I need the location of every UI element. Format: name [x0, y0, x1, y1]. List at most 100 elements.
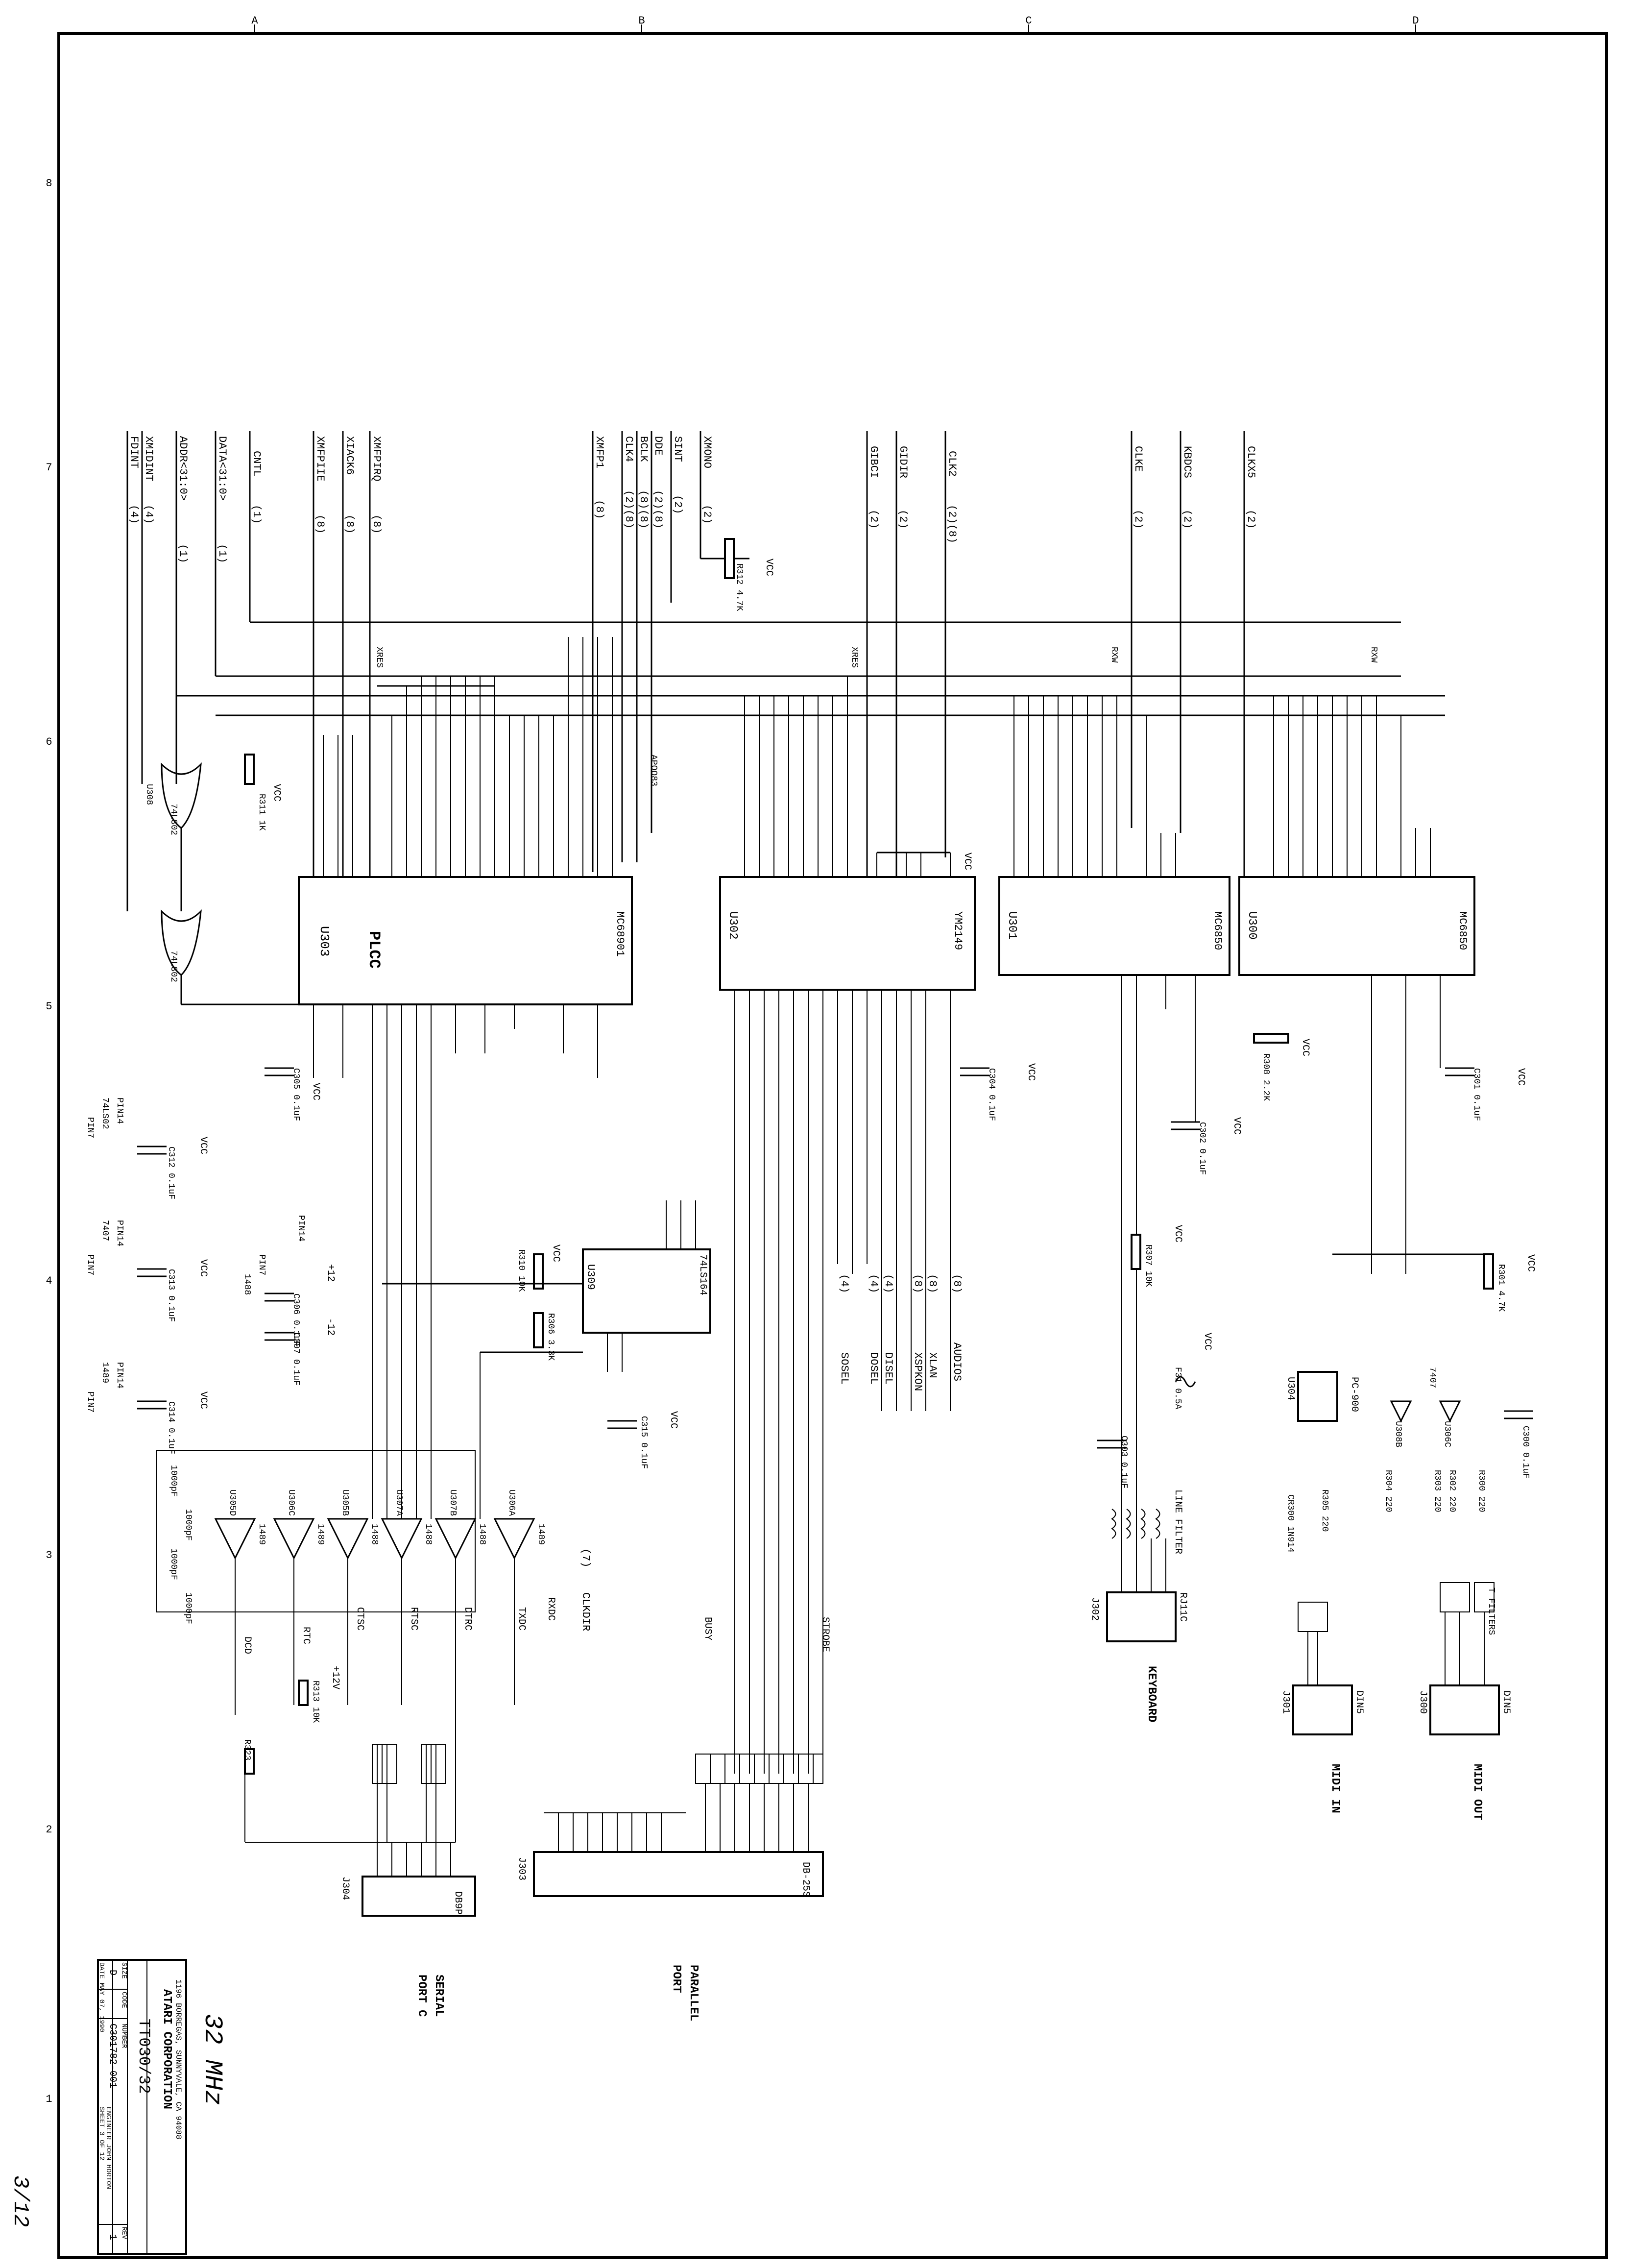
out-xspkon: XSPKON: [912, 1352, 924, 1391]
u309-shift-register: U309 74LS164 R310 10K VCC R306 3.3K: [382, 1200, 711, 1372]
out-xlan-sheet: (8): [926, 1274, 939, 1293]
out-xspkon-sheet: (8): [912, 1274, 924, 1293]
pin7-a: PIN7: [85, 1117, 95, 1138]
r312-pullup: R312 4.7K VCC: [700, 538, 774, 611]
zone-number-1: 1: [46, 2093, 52, 2105]
border-top-markers: A B C D: [251, 15, 1419, 33]
line-filter-label: LINE FILTER: [1172, 1489, 1183, 1554]
j304-body: [362, 1876, 476, 1917]
out-sosel-sheet: (4): [838, 1274, 850, 1293]
u306a-gate: [493, 1518, 535, 1560]
serial-port-title: SERIAL: [432, 1975, 445, 2017]
pin7-b: PIN7: [85, 1254, 95, 1275]
rs232-section: U305D U306C U305B U307A U307B U306A 1489…: [156, 1176, 556, 1843]
border-side-markers: 8 7 6 5 4 3 2 1: [46, 177, 52, 2105]
j301-type: DIN5: [1353, 1690, 1365, 1714]
sig-ctsc: CTSC: [354, 1607, 365, 1631]
cap1000-d: 1000pF: [183, 1592, 193, 1624]
drawing-number: C301782-001: [107, 2024, 118, 2088]
u303-body: [298, 876, 633, 1005]
rev-value: 1: [107, 2234, 118, 2240]
plus12-label: +12: [325, 1264, 336, 1282]
signal-clk4-sheet: (2)(8): [623, 490, 635, 529]
vcc-c313: VCC: [197, 1259, 209, 1277]
out-audios: AUDIOS: [951, 1342, 963, 1381]
zone-letter-d: D: [1412, 15, 1419, 27]
c315-label: C315 0.1uF: [639, 1416, 649, 1469]
ic-1489-c: 1489: [536, 1524, 546, 1545]
signal-kbdcs: KBDCS: [1181, 446, 1193, 478]
j302-body: [1106, 1591, 1177, 1642]
u300-body: [1238, 876, 1475, 976]
out-audios-sheet: (8): [951, 1274, 963, 1293]
engineer: ENGINEER JOHN HORTON: [104, 2107, 112, 2189]
signal-clk2-sheet: (2)(8): [946, 505, 958, 543]
signal-xmfp1-sheet: (8): [593, 500, 605, 519]
u308-type-b: 74LS02: [169, 951, 178, 982]
out-dosel: DOSEL: [868, 1352, 880, 1385]
signal-xmfp1: XMFP1: [593, 436, 605, 468]
u304-ref: U304: [1285, 1377, 1296, 1400]
u309-part: 74LS164: [697, 1254, 708, 1295]
u300-ref: U300: [1245, 911, 1258, 940]
u305d-label: U305D: [227, 1489, 237, 1516]
vcc-c314: VCC: [197, 1391, 209, 1409]
cap1000-c: 1000pF: [169, 1548, 178, 1580]
signal-xiack6-sheet: (8): [343, 514, 356, 534]
u308b-label: U308B: [1393, 1421, 1403, 1447]
pin7-c: PIN7: [85, 1391, 95, 1413]
input-signal-lines: [126, 431, 1445, 980]
zone-number-4: 4: [46, 1275, 52, 1287]
ic-1489-a: 1489: [257, 1524, 266, 1545]
signal-kbdcs-sheet: (2): [1181, 510, 1193, 529]
signal-gibci-sheet: (2): [868, 510, 880, 529]
u301-part: MC6850: [1211, 911, 1224, 950]
fuse-symbol: [1175, 1376, 1196, 1388]
signal-clk4: CLK4: [623, 436, 635, 462]
r310-label: R310 10K: [516, 1249, 526, 1292]
pin14-c: PIN14: [115, 1362, 124, 1389]
zone-letter-c: C: [1025, 15, 1032, 27]
signal-xmidint: XMIDINT: [143, 436, 155, 481]
out-clkdir: CLKDIR: [579, 1592, 592, 1631]
sheet-number: SHEET 3 OF 12: [97, 2107, 105, 2160]
psg-outputs: (4) SOSEL (4) DOSEL (4) DISEL (8) XSPKON…: [579, 1274, 963, 1631]
j303-ref: J303: [516, 1857, 527, 1880]
sig-txdc: TXDC: [516, 1607, 527, 1631]
vcc-u302: VCC: [962, 853, 973, 870]
j302-ref: J302: [1089, 1597, 1100, 1621]
signal-gidir: GIDIR: [897, 446, 909, 478]
u309-ref: U309: [584, 1264, 597, 1290]
u302-body: [719, 876, 976, 991]
vcc-r310: VCC: [550, 1244, 561, 1262]
input-signal-labels: FDINT (4) XMIDINT (4) ADDR<31:0> (1) DAT…: [128, 436, 1378, 786]
u305d-gate: [214, 1518, 256, 1560]
parallel-port-title: PARALLEL: [687, 1965, 700, 2021]
r306-label: R306 3.3K: [546, 1313, 555, 1361]
ic7407-midi: 7407: [1427, 1367, 1437, 1388]
signal-clk2: CLK2: [946, 451, 958, 477]
left-decoupling: PIN7 PIN14 74LS02 C312 0.1uF VCC PIN7 PI…: [85, 1097, 336, 1454]
u300-part: MC6850: [1456, 911, 1469, 950]
ic1489-decouple: 1489: [100, 1362, 110, 1383]
pin14-a: PIN14: [115, 1097, 124, 1124]
pin14-d: PIN14: [296, 1215, 306, 1242]
signal-sint-sheet: (2): [672, 495, 684, 514]
vcc-c302: VCC: [1231, 1117, 1242, 1135]
u302-part: YM2149: [952, 911, 964, 950]
signal-gibci: GIBCI: [868, 446, 880, 478]
signal-clkx5-sheet: (2): [1245, 510, 1257, 529]
date: DATE MAY 07, 1990: [97, 1962, 105, 2032]
handwritten-page: 3/12: [8, 2175, 32, 2227]
c314-label: C314 0.1uF: [166, 1401, 176, 1454]
drawing-frame: [57, 32, 1608, 2259]
u303-ref: U303: [317, 926, 332, 956]
signal-gidir-sheet: (2): [897, 510, 909, 529]
zone-number-3: 3: [46, 1549, 52, 1561]
signal-bclk-sheet: (8)(8): [637, 490, 650, 529]
sig-dtrc: DTRC: [462, 1607, 473, 1631]
cap1000-a: 1000pF: [169, 1465, 178, 1497]
vcc-fuse: VCC: [1202, 1333, 1213, 1350]
zone-letter-a: A: [251, 15, 258, 27]
j300-body: [1429, 1684, 1500, 1735]
